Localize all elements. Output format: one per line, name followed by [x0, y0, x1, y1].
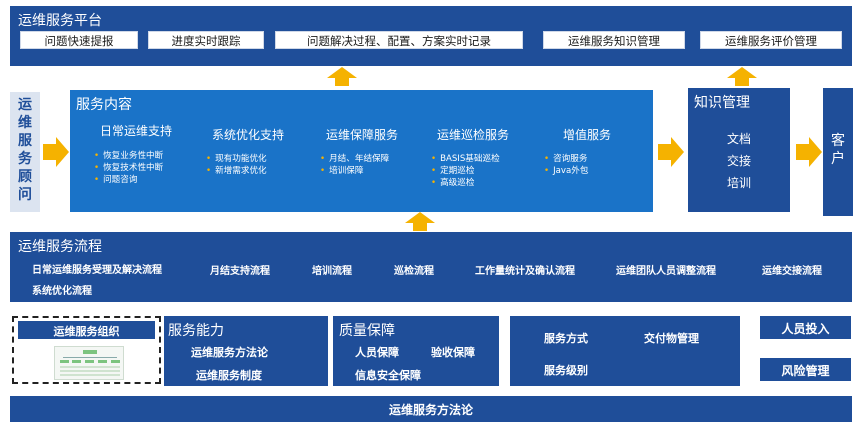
arrow-right-icon — [658, 137, 684, 167]
service-mode-item: 服务方式 — [544, 332, 588, 345]
knowledge-item: 交接 — [726, 154, 751, 168]
service-col-list: 恢复业务性中断 恢复技术性中断 问题咨询 — [94, 150, 163, 186]
footer-panel: 运维服务方法论 — [10, 396, 852, 422]
service-col-title: 运维保障服务 — [326, 128, 399, 142]
knowledge-title: 知识管理 — [694, 95, 750, 111]
service-mode-item: 交付物管理 — [644, 332, 699, 345]
risk-title: 风险管理 — [781, 364, 830, 378]
knowledge-panel: 知识管理 文档 交接 培训 — [688, 88, 790, 212]
platform-item-5: 运维服务评价管理 — [700, 31, 842, 49]
process-flow-item: 培训流程 — [312, 266, 352, 277]
process-flow-item: 月结支持流程 — [210, 266, 270, 277]
knowledge-item: 培训 — [726, 176, 751, 190]
quality-panel: 质量保障 人员保障 验收保障 信息安全保障 — [333, 316, 499, 386]
org-title-bar: 运维服务组织 — [18, 321, 155, 339]
service-mode-item: 服务级别 — [544, 364, 588, 377]
process-flow-item: 巡检流程 — [394, 266, 434, 277]
process-flow-item: 日常运维服务受理及解决流程 — [32, 265, 162, 276]
service-mode-panel: 服务方式 交付物管理 服务级别 — [510, 316, 740, 386]
service-col-list: 现有功能优化 新增需求优化 — [206, 153, 267, 177]
list-item: 培训保障 — [320, 165, 389, 177]
platform-item-2: 进度实时跟踪 — [148, 31, 264, 49]
platform-item-1: 问题快速提报 — [20, 31, 138, 49]
arrow-right-icon — [43, 137, 69, 167]
service-col-title: 系统优化支持 — [212, 128, 285, 142]
capability-item: 运维服务制度 — [196, 369, 262, 382]
process-title: 运维服务流程 — [18, 239, 102, 255]
investment-title: 人员投入 — [781, 322, 830, 336]
list-item: 恢复技术性中断 — [94, 162, 163, 174]
org-title: 运维服务组织 — [53, 325, 120, 338]
list-item: 定期巡检 — [431, 165, 500, 177]
advisor-title: 运维服务顾问 — [18, 97, 32, 203]
process-flow-item: 工作量统计及确认流程 — [475, 266, 575, 277]
list-item: 咨询服务 — [544, 153, 588, 165]
quality-item: 信息安全保障 — [355, 369, 421, 382]
list-item: 现有功能优化 — [206, 153, 267, 165]
service-title: 服务内容 — [76, 97, 132, 113]
arrow-right-icon — [796, 137, 822, 167]
footer-title: 运维服务方法论 — [388, 403, 473, 417]
list-item: 月结、年结保障 — [320, 153, 389, 165]
platform-item-4: 运维服务知识管理 — [543, 31, 685, 49]
service-col-list: BASIS基础巡检 定期巡检 高级巡检 — [431, 153, 500, 189]
customer-title: 客户 — [831, 133, 845, 167]
service-col-title: 日常运维支持 — [100, 124, 173, 138]
org-chart-thumbnail — [54, 346, 124, 380]
quality-item: 验收保障 — [431, 346, 475, 359]
investment-panel: 人员投入 — [760, 316, 851, 339]
list-item: 问题咨询 — [94, 174, 163, 186]
customer-panel: 客户 — [823, 88, 853, 216]
list-item: Java外包 — [544, 165, 588, 177]
process-panel: 运维服务流程 日常运维服务受理及解决流程 月结支持流程 培训流程 巡检流程 工作… — [10, 232, 852, 302]
quality-title: 质量保障 — [339, 323, 395, 339]
risk-panel: 风险管理 — [760, 358, 851, 381]
knowledge-item: 文档 — [726, 132, 751, 146]
list-item: 恢复业务性中断 — [94, 150, 163, 162]
capability-panel: 服务能力 运维服务方法论 运维服务制度 — [164, 316, 328, 386]
service-col-list: 月结、年结保障 培训保障 — [320, 153, 389, 177]
list-item: 高级巡检 — [431, 177, 500, 189]
platform-title: 运维服务平台 — [18, 13, 102, 29]
process-flow-item: 运维交接流程 — [762, 266, 822, 277]
platform-item-3: 问题解决过程、配置、方案实时记录 — [275, 31, 523, 49]
process-flow-item: 系统优化流程 — [32, 286, 92, 297]
list-item: BASIS基础巡检 — [431, 153, 500, 165]
advisor-panel: 运维服务顾问 — [10, 92, 40, 212]
list-item: 新增需求优化 — [206, 165, 267, 177]
capability-title: 服务能力 — [168, 323, 224, 339]
service-col-title: 增值服务 — [563, 128, 612, 142]
service-panel: 服务内容 日常运维支持 恢复业务性中断 恢复技术性中断 问题咨询 系统优化支持 … — [70, 90, 653, 212]
process-flow-item: 运维团队人员调整流程 — [616, 266, 716, 277]
quality-item: 人员保障 — [355, 346, 399, 359]
capability-item: 运维服务方法论 — [191, 346, 268, 359]
service-col-title: 运维巡检服务 — [437, 128, 510, 142]
org-panel: 运维服务组织 — [12, 316, 161, 384]
platform-panel: 运维服务平台 问题快速提报 进度实时跟踪 问题解决过程、配置、方案实时记录 运维… — [10, 6, 852, 66]
service-col-list: 咨询服务 Java外包 — [544, 153, 588, 177]
